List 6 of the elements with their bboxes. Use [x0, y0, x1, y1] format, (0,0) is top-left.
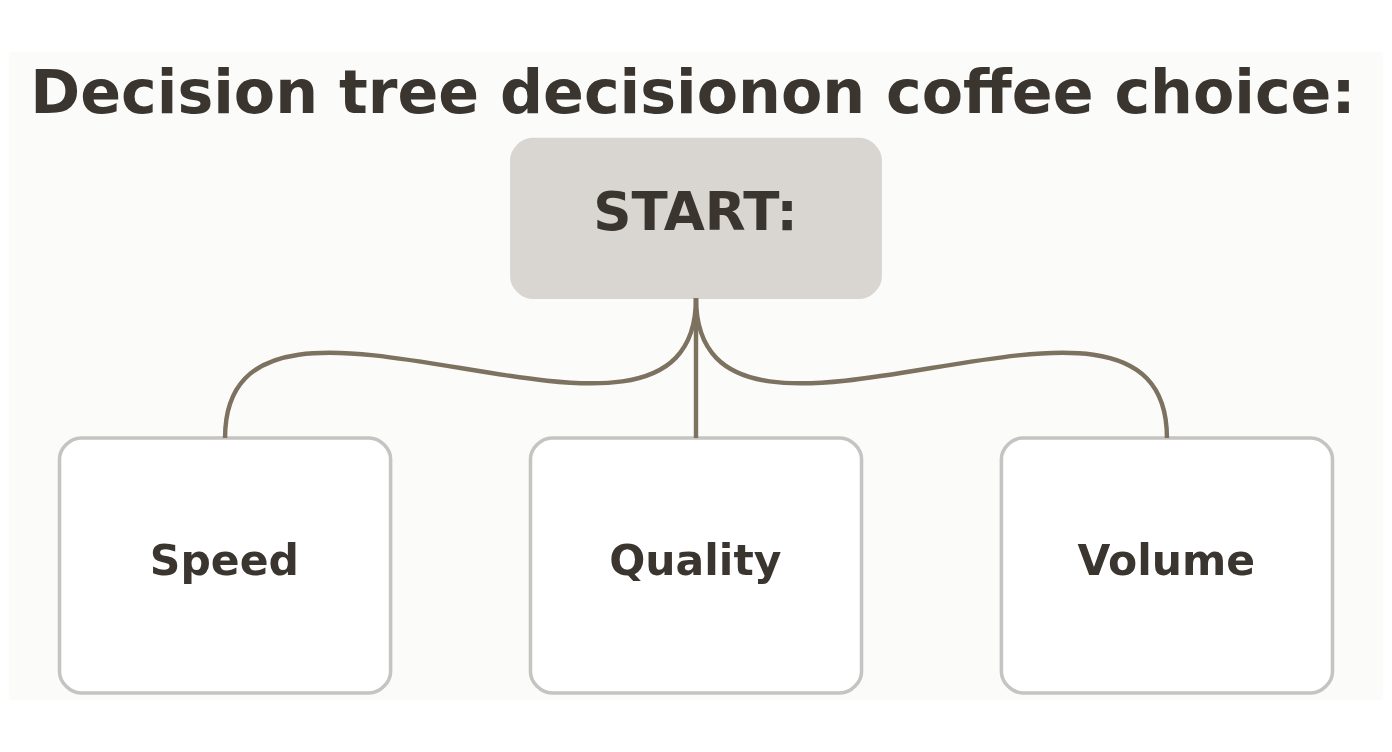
connector — [693, 297, 1170, 439]
node-box: Volume — [999, 436, 1335, 695]
diagram-title: Decision tree decisionon coffee choice: — [30, 56, 1356, 127]
node-box: Speed — [57, 436, 393, 695]
node-box: Quality — [528, 436, 864, 695]
node-box: START: — [510, 137, 882, 299]
